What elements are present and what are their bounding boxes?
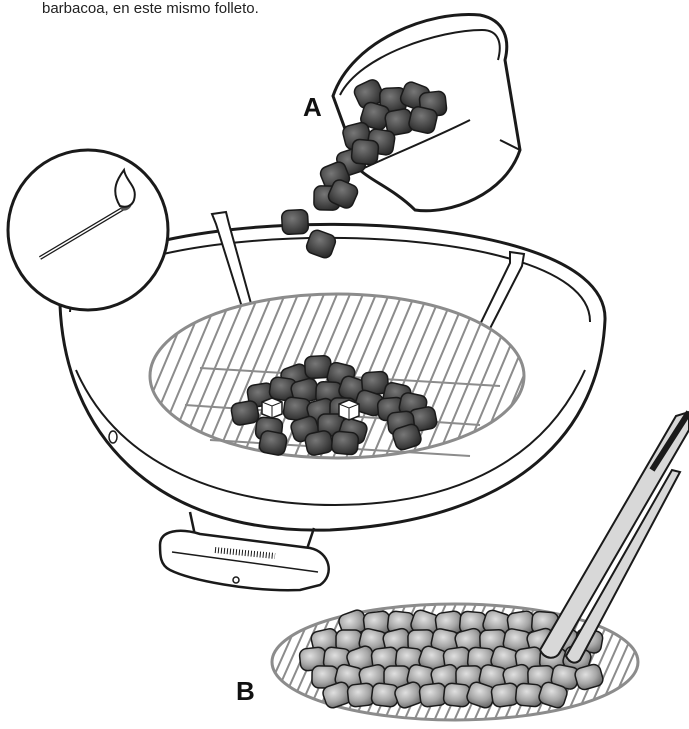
lit-charcoal-briquette [419,682,447,707]
tongs-icon [540,412,689,663]
match-inset [8,150,168,310]
lit-charcoal-briquette [347,683,375,708]
charcoal-briquette [351,139,379,165]
charcoal-briquette [304,430,334,457]
charcoal-briquette [408,105,439,134]
fire-starter-cube [262,398,282,418]
fire-starter-cube [339,400,359,420]
step-label-b: B [236,676,255,707]
lit-charcoal-briquette [491,682,520,707]
step-label-a: A [303,92,322,123]
charcoal-briquette [331,431,359,455]
charcoal-briquette [258,430,288,457]
charcoal-briquette [281,209,308,234]
charcoal-briquette [230,400,259,426]
